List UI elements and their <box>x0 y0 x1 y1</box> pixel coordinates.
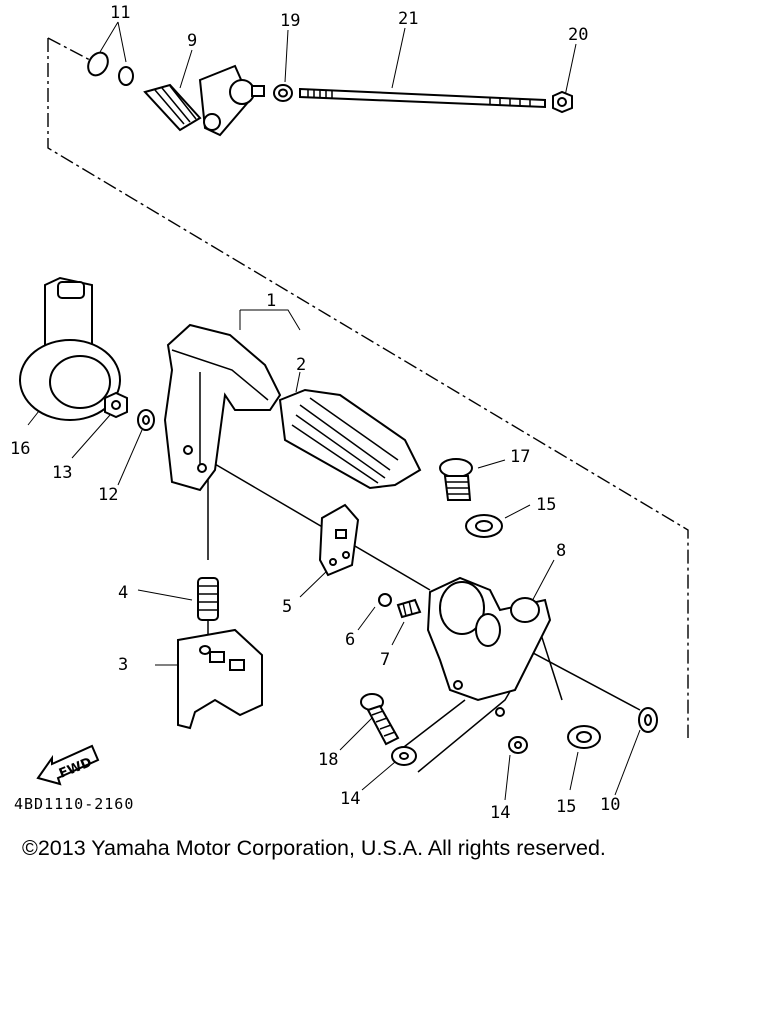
fwd-arrow-icon: FWD <box>36 744 100 786</box>
part-14-washer-right <box>508 736 528 754</box>
label-13: 13 <box>52 463 72 483</box>
label-15-upper: 15 <box>536 495 556 515</box>
label-11: 11 <box>110 3 130 23</box>
part-13-nut <box>104 391 128 419</box>
part-18-bolt <box>360 693 400 746</box>
parts-diagram: FWD 11 9 19 21 20 1 2 16 13 12 17 15 8 4… <box>10 3 689 823</box>
label-2: 2 <box>296 355 306 375</box>
diagram-code: 4BD1110-2160 <box>14 795 134 813</box>
part-10-washer <box>638 707 658 733</box>
label-19: 19 <box>280 11 300 31</box>
label-1: 1 <box>266 291 276 311</box>
part-20-nut <box>552 90 573 114</box>
label-5: 5 <box>282 597 292 617</box>
label-14-left: 14 <box>340 789 360 809</box>
label-21: 21 <box>398 9 418 29</box>
part-7-screw <box>396 598 422 619</box>
part-9-lever-shaft <box>143 64 265 137</box>
assembly-boundary <box>47 37 689 738</box>
part-15-washer-lower <box>567 725 601 749</box>
part-5-plate <box>318 503 360 577</box>
label-9: 9 <box>187 31 197 51</box>
label-10: 10 <box>600 795 620 815</box>
part-6-ball <box>378 593 392 607</box>
label-17: 17 <box>510 447 530 467</box>
label-7: 7 <box>380 650 390 670</box>
part-11-o-rings <box>87 51 134 86</box>
label-14-right: 14 <box>490 803 510 823</box>
part-2-grip-cover <box>278 388 422 490</box>
label-20: 20 <box>568 25 588 45</box>
part-1-lever <box>163 323 282 492</box>
part-19-nut <box>273 84 293 102</box>
part-17-bolt <box>439 458 473 501</box>
label-16: 16 <box>10 439 30 459</box>
label-3: 3 <box>118 655 128 675</box>
label-12: 12 <box>98 485 118 505</box>
part-8-bracket <box>426 576 552 717</box>
part-12-washer <box>137 409 155 431</box>
part-21-rod <box>299 87 546 109</box>
label-15-lower: 15 <box>556 797 576 817</box>
part-4-spring <box>197 577 219 621</box>
part-15-washer-upper <box>465 514 503 538</box>
label-4: 4 <box>118 583 128 603</box>
part-14-washer-left <box>391 746 417 766</box>
part-labels: 11 9 19 21 20 1 2 16 13 12 17 15 8 4 5 6… <box>10 3 620 823</box>
part-3-stopper <box>177 628 263 730</box>
label-8: 8 <box>556 541 566 561</box>
part-16-grip-ring <box>19 276 121 421</box>
label-18: 18 <box>318 750 338 770</box>
label-6: 6 <box>345 630 355 650</box>
copyright-notice: ©2013 Yamaha Motor Corporation, U.S.A. A… <box>22 836 606 860</box>
